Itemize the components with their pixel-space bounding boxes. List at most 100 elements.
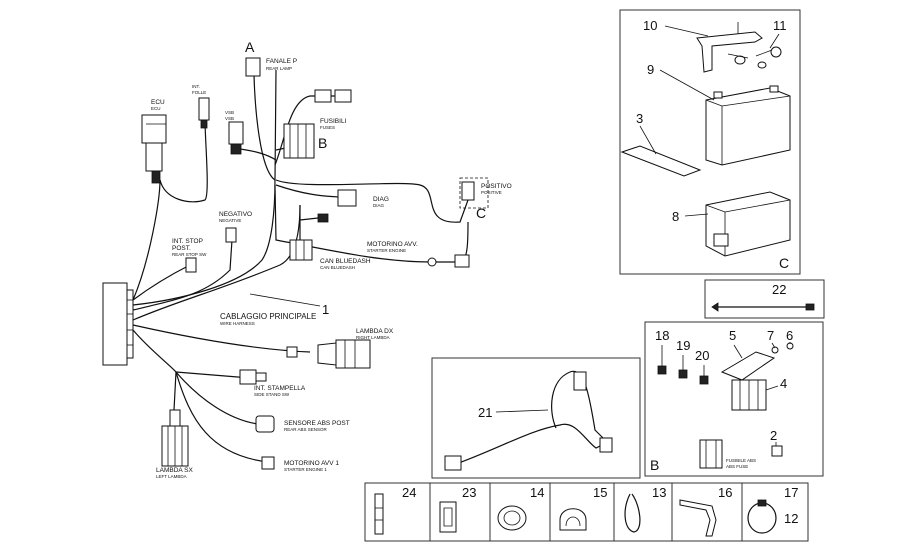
label-int-folle: INT. <box>192 84 200 89</box>
callout-2: 2 <box>770 428 777 443</box>
label-fusibile-abs: FUSIBILE ABS <box>726 458 756 463</box>
label-lambda-dx: LAMBDA DX <box>356 328 394 335</box>
callout-21: 21 <box>478 405 492 420</box>
label-fanale-p: FANALE P <box>266 58 297 65</box>
callout-17: 17 <box>784 485 798 500</box>
callout-19: 19 <box>676 338 690 353</box>
svg-text:FUSES: FUSES <box>320 125 335 130</box>
label-can-bluedash: CAN BLUEDASH <box>320 258 371 265</box>
main-harness-connector <box>102 282 128 366</box>
svg-text:LEFT LAMBDA: LEFT LAMBDA <box>156 474 187 479</box>
label-diag: DIAG <box>373 196 389 203</box>
callout-12: 12 <box>784 511 798 526</box>
callout-11: 11 <box>773 18 787 33</box>
part-13-tie <box>624 493 641 533</box>
battery-bracket <box>696 22 763 73</box>
callout-b: B <box>318 135 327 151</box>
part-14-clamp <box>497 505 527 531</box>
callout-22: 22 <box>772 282 786 297</box>
svg-text:REAR ABS SENSOR: REAR ABS SENSOR <box>284 427 328 432</box>
label-cablaggio-principale: CABLAGGIO PRINCIPALE <box>220 312 316 321</box>
svg-text:DIAG: DIAG <box>373 203 385 208</box>
part-24-spacer <box>374 493 384 535</box>
cable-tie <box>711 302 815 312</box>
battery-tray <box>705 191 791 257</box>
callout-18: 18 <box>655 328 669 343</box>
callout-23: 23 <box>462 485 476 500</box>
part-17-ring <box>747 499 777 534</box>
label-int-stampella: INT. STAMPELLA <box>254 385 306 392</box>
svg-text:VSB: VSB <box>225 116 234 121</box>
part-21-box <box>431 357 641 479</box>
battery-group-letter: C <box>779 255 789 271</box>
svg-text:ECU: ECU <box>151 106 161 111</box>
callout-a: A <box>245 39 255 55</box>
label-fusibili: FUSIBILI <box>320 118 347 125</box>
battery-pad <box>620 145 702 177</box>
connector-can-bluedash <box>289 213 329 261</box>
svg-text:SIDE STAND SW: SIDE STAND SW <box>254 392 290 397</box>
callout-8: 8 <box>672 209 679 224</box>
callout-6: 6 <box>786 328 793 343</box>
part-23-box <box>429 482 491 542</box>
connector-diag <box>337 189 357 207</box>
fuse-group-letter: B <box>650 457 659 473</box>
harness-labels: FANALE P REAR LAMP INT. FOLLE ECU ECU VS… <box>151 58 512 479</box>
label-vsb: VSB <box>225 110 234 115</box>
part-16-bracket <box>679 499 717 537</box>
svg-text:FOLLE: FOLLE <box>192 90 206 95</box>
svg-text:NEGATIVE: NEGATIVE <box>219 218 241 223</box>
svg-text:CAN BLUEDASH: CAN BLUEDASH <box>320 265 355 270</box>
label-lambda-sx: LAMBDA SX <box>156 467 194 474</box>
connector-int-folle <box>198 97 210 129</box>
part-22-box <box>704 279 825 319</box>
part-23-clip <box>439 501 457 533</box>
bracket-fasteners <box>727 46 782 69</box>
connector-positivo <box>459 177 489 209</box>
svg-text:STARTER ENGINE: STARTER ENGINE <box>367 248 406 253</box>
svg-text:REAR STOP SW: REAR STOP SW <box>172 252 207 257</box>
connector-motorino-avv-1 <box>261 456 275 470</box>
svg-text:POSITIVE: POSITIVE <box>481 190 502 195</box>
svg-text:POST.: POST. <box>172 245 191 252</box>
abs-fuse-holder <box>699 439 783 469</box>
fuse-box <box>731 379 779 411</box>
abs-sub-harness <box>444 370 613 471</box>
svg-text:WIRE HARNESS: WIRE HARNESS <box>220 321 255 326</box>
callout-10: 10 <box>643 18 657 33</box>
label-positivo: POSITIVO <box>481 183 512 190</box>
callout-7: 7 <box>767 328 774 343</box>
callout-20: 20 <box>695 348 709 363</box>
svg-text:REAR LAMP: REAR LAMP <box>266 66 292 71</box>
callout-5: 5 <box>729 328 736 343</box>
callout-15: 15 <box>593 485 607 500</box>
connector-int-stampella <box>239 369 267 385</box>
callout-c: C <box>476 205 486 221</box>
connector-sensore-abs <box>255 415 275 433</box>
connector-upper-pair <box>314 89 352 103</box>
callout-9: 9 <box>647 62 654 77</box>
connector-negativo <box>225 227 237 243</box>
callout-1: 1 <box>322 302 329 317</box>
label-ecu: ECU <box>151 99 165 106</box>
part-15-clamp <box>559 508 587 531</box>
callout-3: 3 <box>636 111 643 126</box>
svg-text:ABS FUSE: ABS FUSE <box>726 464 748 469</box>
fuse-screws <box>771 342 794 354</box>
label-motorino-avv-1: MOTORINO AVV 1 <box>284 460 339 467</box>
callout-14: 14 <box>530 485 544 500</box>
connector-ecu <box>141 114 167 184</box>
callout-4: 4 <box>780 376 787 391</box>
connector-lambda-sx <box>161 409 189 467</box>
label-negativo: NEGATIVO <box>219 211 252 218</box>
svg-text:RIGHT LAMBDA: RIGHT LAMBDA <box>356 335 390 340</box>
battery <box>705 85 791 166</box>
callout-24: 24 <box>402 485 416 500</box>
mini-fuses <box>657 345 709 385</box>
svg-text:STARTER ENGINE 1: STARTER ENGINE 1 <box>284 467 327 472</box>
main-wire-harness <box>102 69 469 463</box>
connector-fusibili <box>283 123 315 159</box>
label-int-stop: INT. STOP <box>172 238 203 245</box>
connector-fanale-p <box>245 57 261 77</box>
